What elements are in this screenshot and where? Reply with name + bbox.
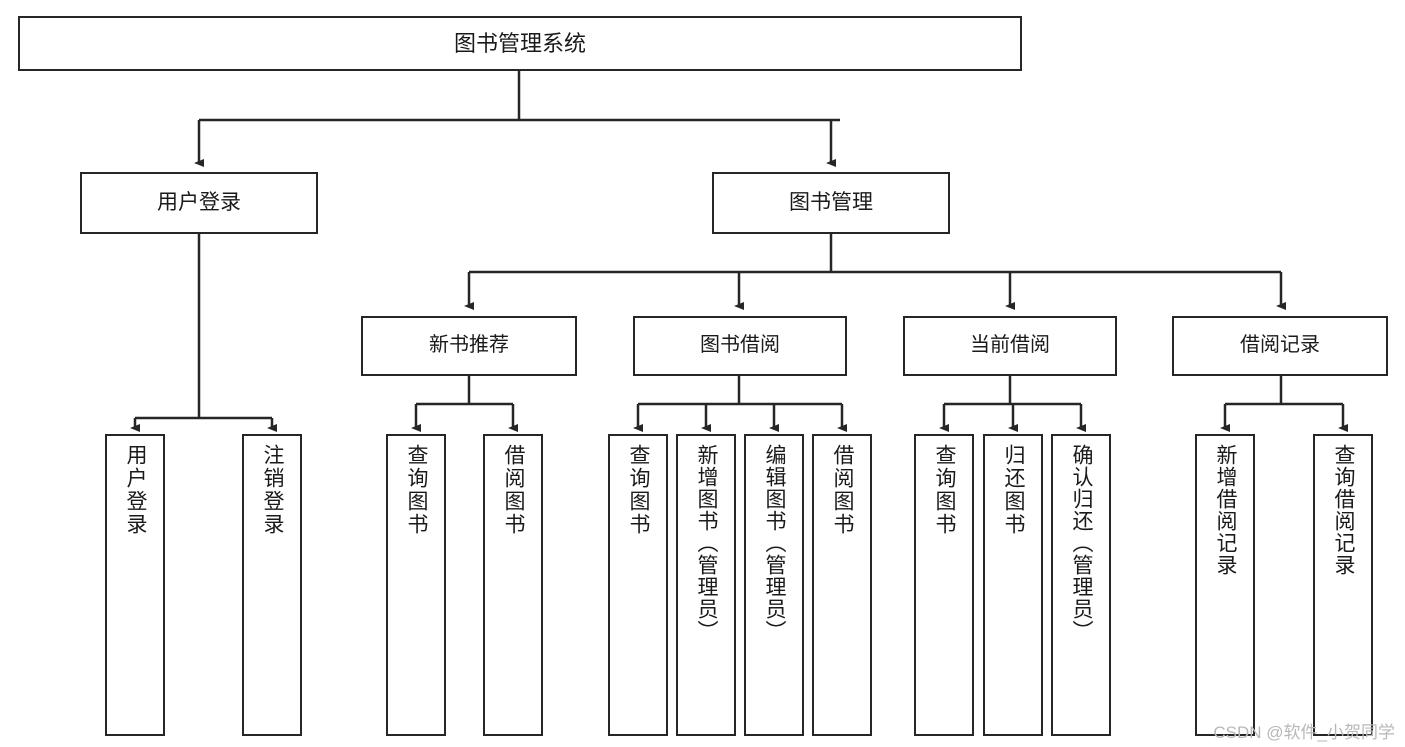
- node-leaf-user-login-signout[interactable]: 注销登录: [242, 434, 302, 736]
- node-current-borrow[interactable]: 当前借阅: [903, 316, 1117, 376]
- node-label: 查询借阅记录: [1332, 444, 1356, 576]
- node-book-management[interactable]: 图书管理: [712, 172, 950, 234]
- node-label: 用户登录: [124, 444, 148, 536]
- node-label: 查询图书: [933, 444, 957, 536]
- node-leaf-current-borrow-return[interactable]: 归还图书: [983, 434, 1043, 736]
- node-label: 当前借阅: [970, 334, 1050, 357]
- node-label: 新增借阅记录: [1214, 444, 1238, 576]
- node-label: 归还图书: [1002, 444, 1026, 536]
- node-leaf-user-login-signin[interactable]: 用户登录: [105, 434, 165, 736]
- node-label: 借阅记录: [1240, 334, 1320, 357]
- node-label: 确认归还（管理员）: [1070, 444, 1094, 642]
- node-label: 借阅图书: [831, 444, 855, 536]
- node-leaf-current-borrow-query[interactable]: 查询图书: [914, 434, 974, 736]
- node-label: 注销登录: [261, 444, 285, 536]
- node-leaf-book-borrow-add[interactable]: 新增图书（管理员）: [676, 434, 736, 736]
- node-label: 图书管理系统: [453, 30, 586, 56]
- node-leaf-book-borrow-query[interactable]: 查询图书: [608, 434, 668, 736]
- node-label: 查询图书: [405, 444, 429, 536]
- node-new-book-recommend[interactable]: 新书推荐: [361, 316, 577, 376]
- node-label: 图书借阅: [700, 334, 780, 357]
- node-borrow-record[interactable]: 借阅记录: [1172, 316, 1388, 376]
- node-label: 图书管理: [789, 190, 873, 214]
- node-book-borrow[interactable]: 图书借阅: [633, 316, 847, 376]
- node-user-login[interactable]: 用户登录: [80, 172, 318, 234]
- node-root-book-management-system[interactable]: 图书管理系统: [18, 16, 1022, 71]
- node-leaf-new-book-borrow[interactable]: 借阅图书: [483, 434, 543, 736]
- node-label: 查询图书: [627, 444, 651, 536]
- node-label: 编辑图书（管理员）: [763, 444, 787, 642]
- node-leaf-new-book-query[interactable]: 查询图书: [386, 434, 446, 736]
- node-leaf-book-borrow-edit[interactable]: 编辑图书（管理员）: [744, 434, 804, 736]
- node-label: 新增图书（管理员）: [695, 444, 719, 642]
- node-leaf-borrow-record-query[interactable]: 查询借阅记录: [1313, 434, 1373, 736]
- node-leaf-borrow-record-add[interactable]: 新增借阅记录: [1195, 434, 1255, 736]
- node-leaf-book-borrow-lend[interactable]: 借阅图书: [812, 434, 872, 736]
- node-label: 新书推荐: [429, 334, 509, 357]
- node-leaf-current-borrow-confirm-return[interactable]: 确认归还（管理员）: [1051, 434, 1111, 736]
- node-label: 借阅图书: [502, 444, 526, 536]
- node-label: 用户登录: [157, 190, 241, 214]
